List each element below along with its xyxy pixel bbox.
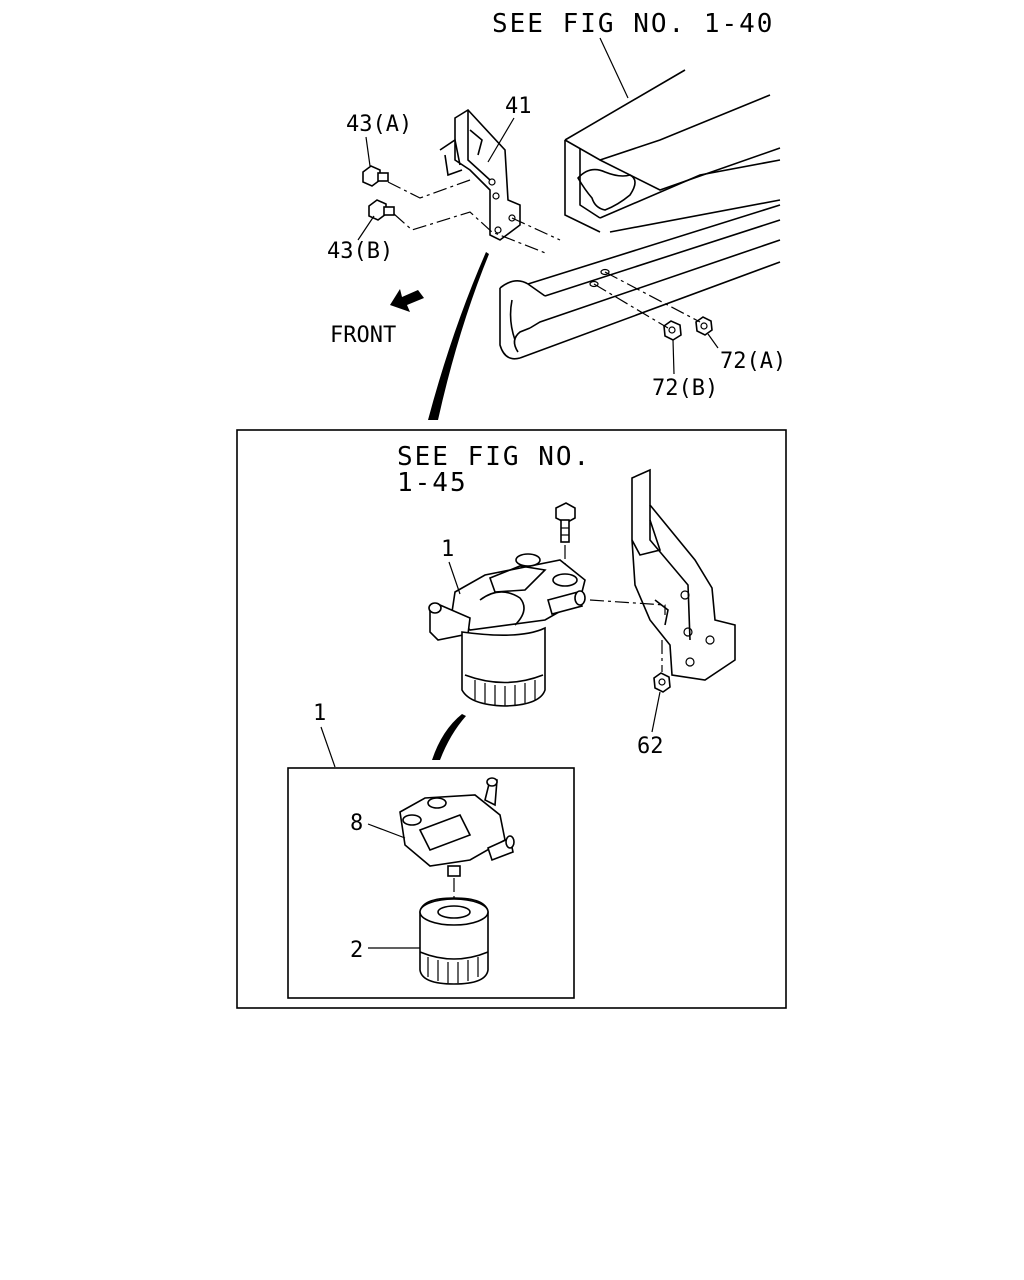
nut-72b <box>663 320 682 341</box>
subdetail-inset-box <box>287 767 575 999</box>
fuel-filter-assembly <box>428 553 586 707</box>
callout-2: 2 <box>350 938 363 963</box>
bolt-43b <box>368 199 395 221</box>
see-fig-1-45-line1: SEE FIG NO. <box>397 442 591 472</box>
callout-8: 8 <box>350 811 363 836</box>
callout-72a: 72(A) <box>720 349 786 374</box>
bolt-43a <box>362 165 389 187</box>
front-label: FRONT <box>330 323 396 348</box>
callout-72b: 72(B) <box>652 376 718 401</box>
nut-72a <box>695 316 713 336</box>
filter-head-8 <box>399 777 515 877</box>
callout-43b: 43(B) <box>327 239 393 264</box>
reference-leader-top <box>599 37 629 99</box>
filter-element-2 <box>419 897 489 985</box>
detail-inset-box <box>236 429 787 1009</box>
mounting-bolt <box>555 502 576 543</box>
frame-rail <box>499 69 781 360</box>
callout-1-detail: 1 <box>313 701 326 726</box>
callout-62: 62 <box>637 734 664 759</box>
bracket-41 <box>439 108 521 241</box>
see-fig-1-45-line2: 1-45 <box>397 468 468 498</box>
mounting-bracket <box>631 468 736 681</box>
detail-zoom-pointer <box>432 714 466 760</box>
callout-43a: 43(A) <box>346 112 412 137</box>
see-fig-1-40-reference: SEE FIG NO. 1-40 <box>492 9 774 39</box>
nut-62 <box>653 672 671 693</box>
front-direction-arrow-icon <box>390 289 424 312</box>
callout-1-filter: 1 <box>441 537 454 562</box>
callout-41: 41 <box>505 94 532 119</box>
zoom-pointer <box>428 252 489 420</box>
